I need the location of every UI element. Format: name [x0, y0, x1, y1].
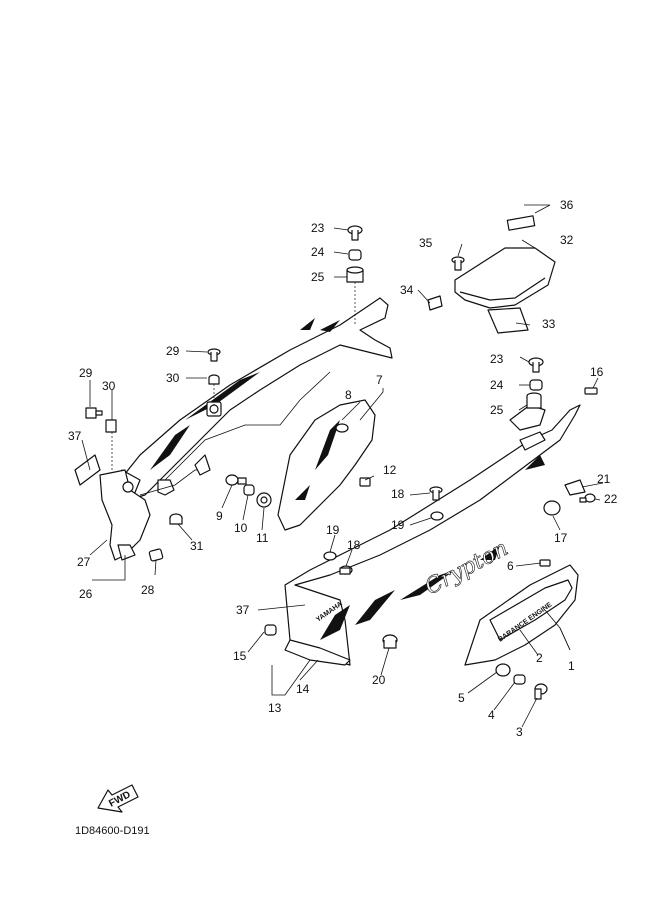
clip-16 [584, 387, 598, 395]
callout-27: 27 [77, 555, 91, 569]
callout-10: 10 [234, 521, 248, 535]
callout-21: 21 [597, 472, 611, 486]
callout-34: 34 [400, 283, 414, 297]
front-bracket [74, 454, 211, 561]
fasteners-18-19 [323, 486, 444, 575]
callout-13: 13 [268, 701, 282, 715]
callout-8: 8 [345, 388, 352, 402]
callout-37b: 37 [236, 603, 250, 617]
fasteners-15-20 [264, 624, 398, 649]
diagram-code: 1D84600-D191 [75, 825, 150, 837]
callout-18b: 18 [347, 538, 361, 552]
callout-14: 14 [296, 682, 310, 696]
callout-24b: 24 [490, 378, 504, 392]
right-side-cover [284, 392, 581, 666]
callout-5: 5 [458, 691, 465, 705]
callout-7: 7 [376, 373, 383, 387]
callout-20: 20 [372, 673, 386, 687]
callout-9: 9 [216, 509, 223, 523]
callout-3: 3 [516, 725, 523, 739]
callout-30a: 30 [166, 371, 180, 385]
callout-29a: 29 [166, 344, 180, 358]
callout-18a: 18 [391, 487, 405, 501]
fastener-29-30-upper [207, 348, 221, 405]
callout-32: 32 [560, 233, 574, 247]
fasteners-17-21-22 [543, 479, 596, 516]
callout-23a: 23 [311, 221, 325, 235]
callout-22: 22 [604, 492, 618, 506]
pin-stack-upper [346, 225, 364, 325]
callout-24a: 24 [311, 245, 325, 259]
callout-4: 4 [488, 708, 495, 722]
collar-28 [148, 548, 164, 562]
fastener-29-30-left [85, 407, 117, 470]
grommet-31 [169, 513, 183, 525]
pin-stack-right [528, 357, 544, 391]
callout-11: 11 [256, 531, 269, 545]
callout-28: 28 [141, 583, 155, 597]
crypton-logo: Crypton [421, 536, 512, 600]
callout-1: 1 [568, 659, 575, 673]
callout-19b: 19 [326, 523, 340, 537]
callout-37a: 37 [68, 429, 82, 443]
engine-panel [464, 559, 579, 700]
callout-6: 6 [507, 559, 514, 573]
callout-16: 16 [590, 365, 604, 379]
callout-15: 15 [233, 649, 247, 663]
callout-25a: 25 [311, 270, 325, 284]
fwd-arrow-icon [97, 784, 139, 813]
callout-labels: 1 2 3 4 5 6 7 8 9 10 11 12 13 14 15 16 1… [68, 198, 618, 739]
callout-35: 35 [419, 236, 433, 250]
callout-2: 2 [536, 651, 543, 665]
callout-26: 26 [79, 587, 93, 601]
callout-29b: 29 [79, 366, 93, 380]
leader-lines [81, 204, 604, 728]
tail-cover [427, 215, 556, 334]
callout-33: 33 [542, 317, 556, 331]
callout-31: 31 [190, 539, 204, 553]
fasteners-9-10-11 [225, 474, 272, 508]
callout-17: 17 [554, 531, 568, 545]
callout-25b: 25 [490, 403, 504, 417]
callout-23b: 23 [490, 352, 504, 366]
callout-19a: 19 [391, 518, 405, 532]
callout-12: 12 [383, 463, 397, 477]
inner-cover [277, 399, 376, 531]
callout-36: 36 [560, 198, 574, 212]
callout-30b: 30 [102, 379, 116, 393]
